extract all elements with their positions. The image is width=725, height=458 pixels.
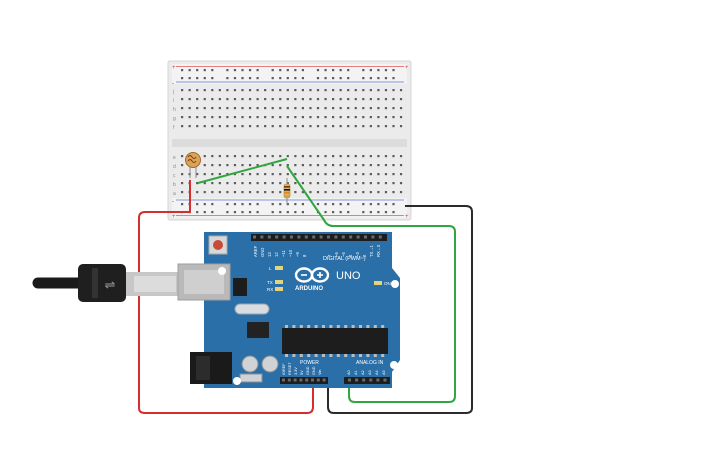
- bottom-header-pins: [282, 378, 387, 382]
- rail-plus-bottom: +: [172, 214, 176, 220]
- analog-label: ANALOG IN: [356, 360, 384, 366]
- led-on: [374, 281, 382, 285]
- wire-black[interactable]: [327, 205, 473, 414]
- row-label-c: c: [173, 173, 176, 179]
- pin-label-2: 2: [362, 254, 367, 257]
- pin-label-13: 13: [267, 252, 272, 257]
- pin-label-9: ~9: [295, 252, 300, 257]
- pin-label-3: ~3: [355, 252, 360, 257]
- brand-label: ARDUINO: [295, 286, 323, 292]
- led-on-label: ON: [384, 281, 391, 286]
- pin-label-vin: Vin: [318, 370, 322, 375]
- pin-label-3v3: 3.3V: [294, 367, 298, 375]
- pin-label-5: ~5: [341, 252, 346, 257]
- wire-red[interactable]: [138, 180, 314, 414]
- arduino-logo-icon: [294, 267, 330, 283]
- pin-label-a4: A4: [375, 370, 379, 375]
- pin-label-gnd: GND: [260, 248, 265, 257]
- pin-label-12: 12: [274, 252, 279, 257]
- led-tx: [275, 280, 283, 284]
- analog-header[interactable]: [344, 377, 390, 384]
- pin-label-rx0: RX←0: [376, 244, 381, 257]
- pin-label-a2: A2: [361, 370, 365, 375]
- digital-label: DIGITAL (PWM~): [323, 256, 366, 262]
- rail-plus-top-right: +: [405, 65, 409, 71]
- pin-label-a3: A3: [368, 370, 372, 375]
- digital-header[interactable]: [251, 234, 387, 241]
- row-label-i: i: [173, 98, 174, 104]
- pin-label-tx1: TX→1: [369, 244, 374, 257]
- reset-button[interactable]: [213, 240, 223, 250]
- wire-green-ldr[interactable]: [197, 158, 288, 184]
- pin-label-reset: RESET: [288, 362, 292, 375]
- resistor[interactable]: [283, 178, 291, 204]
- pin-label-10: ~10: [288, 249, 293, 257]
- pin-label-gnd1: GND: [306, 366, 310, 375]
- row-label-e: e: [173, 155, 176, 161]
- power-label: POWER: [300, 360, 319, 366]
- led-l-label: L: [269, 266, 272, 271]
- row-label-d: d: [173, 164, 176, 170]
- pin-label-a0: A0: [347, 370, 351, 375]
- chip-pins: [285, 325, 385, 357]
- row-label-a: a: [173, 191, 176, 197]
- led-tx-label: TX: [267, 280, 273, 285]
- pin-label-8: 8: [302, 254, 307, 257]
- row-label-j: j: [172, 89, 174, 95]
- row-label-h: h: [173, 107, 176, 113]
- digital-header-pins: [253, 235, 382, 239]
- pin-label-a1: A1: [354, 370, 358, 375]
- breadboard[interactable]: j i h g f e d c b a + - - + + +: [167, 60, 412, 221]
- pin-label-aref: AREF: [253, 245, 258, 257]
- pin-label-11: ~11: [281, 250, 286, 257]
- power-header[interactable]: [280, 377, 328, 384]
- rail-minus-top: -: [172, 81, 174, 87]
- photoresistor[interactable]: [185, 152, 201, 179]
- row-label-b: b: [173, 182, 176, 188]
- model-label: UNO: [336, 270, 361, 282]
- arduino-uno-board[interactable]: AREF GND 13 12 ~11 ~10 ~9 8 7 ~6 ~5 4 ~3…: [177, 232, 400, 388]
- pin-label-ioref: IOREF: [282, 363, 286, 375]
- pin-label-gnd2: GND: [312, 366, 316, 375]
- pin-label-7: 7: [327, 254, 332, 257]
- usb-cable[interactable]: ⇌: [32, 264, 182, 302]
- row-label-g: g: [173, 116, 176, 122]
- rail-minus-bottom: -: [172, 199, 174, 205]
- pin-label-5v: 5V: [300, 370, 304, 375]
- rail-plus-top: +: [172, 65, 176, 71]
- microcontroller-chip: [282, 328, 388, 354]
- led-l: [275, 266, 283, 270]
- pin-label-4: 4: [348, 254, 353, 257]
- pin-label-6: ~6: [334, 252, 339, 257]
- pin-label-a5: A5: [382, 370, 386, 375]
- rail-plus-bottom-right: +: [405, 214, 409, 220]
- led-rx: [275, 287, 283, 291]
- wire-green-a0[interactable]: [286, 165, 456, 403]
- led-rx-label: RX: [267, 287, 273, 292]
- row-label-f: f: [173, 125, 175, 131]
- usb-icon: ⇌: [105, 277, 116, 292]
